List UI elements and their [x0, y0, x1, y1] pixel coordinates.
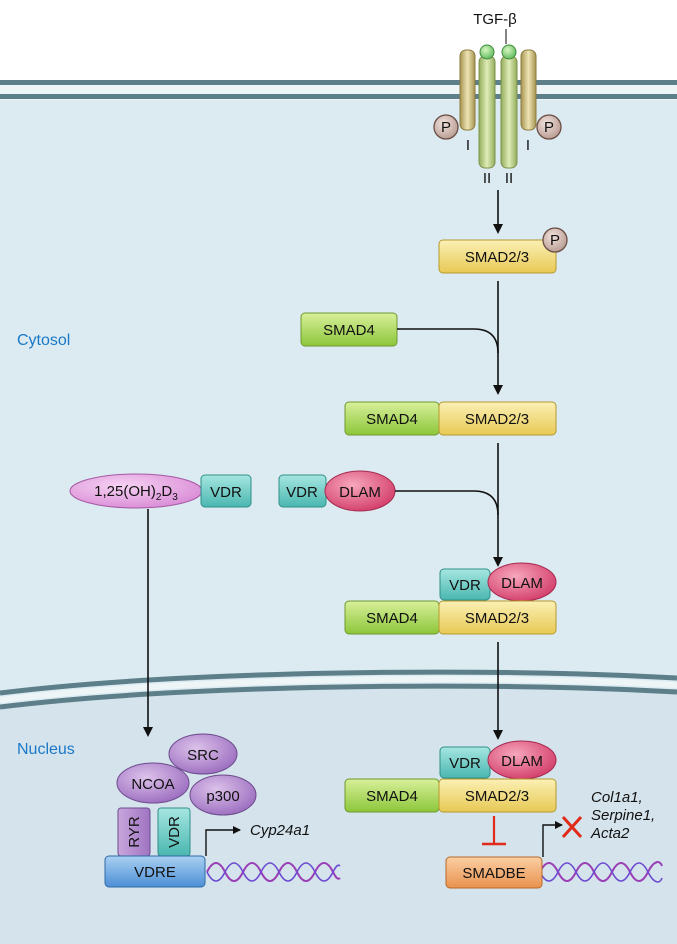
- block-x-icon: [561, 815, 583, 839]
- phospho-smad23-icon: [542, 227, 568, 253]
- vdr-transcription-complex: RYR VDR SRC p300 NCOA VDRE Cyp24a1: [104, 733, 341, 888]
- q1-smad4-label: SMAD4: [366, 610, 418, 627]
- dna-left-strand2: [206, 862, 341, 882]
- phospho-left-icon: [433, 114, 459, 140]
- tgfb-label: TGF-β: [473, 11, 517, 28]
- arrow-smad4-merge: [397, 328, 499, 354]
- ncoa-label: NCOA: [131, 776, 174, 793]
- quaternary-complex-cytosol: VDR DLAM SMAD4 SMAD2/3: [344, 562, 557, 635]
- psmad23-node: SMAD2/3 P: [438, 227, 568, 274]
- smad-target-genes: Col1a1, Serpine1, Acta2: [590, 789, 659, 842]
- smadbe-node: SMADBE Col1a1, Serpine1, Acta2: [445, 789, 663, 889]
- arrow-vdr-dlam-merge: [395, 490, 499, 516]
- phospho-right-label: P: [544, 119, 554, 136]
- calcitriol-vdr-node: 1,25(OH)2D3 VDR: [69, 473, 252, 509]
- src-ellipse: [168, 733, 238, 775]
- calcitriol-label: 1,25(OH)2D3: [94, 483, 178, 503]
- vdre-box: [104, 855, 206, 888]
- dna-right-strand2: [539, 862, 663, 883]
- cytosol-label: Cytosol: [17, 332, 70, 349]
- target-gene-3: Acta2: [590, 825, 630, 842]
- dna-right-strand1: [539, 861, 663, 882]
- inhibition-bar: [482, 816, 506, 846]
- smad4-smad23-complex: SMAD4 SMAD2/3: [344, 401, 557, 436]
- phospho-right-icon: [536, 114, 562, 140]
- tgfb-ligand-right: [501, 44, 517, 60]
- smad4-node: SMAD4: [300, 312, 398, 347]
- q1-smad23-label: SMAD2/3: [465, 610, 529, 627]
- tgfb-receptor-complex: TGF-β P P I I II II: [433, 11, 562, 187]
- complex-smad4-label: SMAD4: [366, 411, 418, 428]
- smad4-label: SMAD4: [323, 322, 375, 339]
- phospho-left-label: P: [441, 119, 451, 136]
- target-gene-2: Serpine1,: [591, 807, 655, 824]
- type1-receptor-right: [520, 49, 537, 131]
- type2-left-label: II: [483, 170, 491, 187]
- cyp24a1-label: Cyp24a1: [250, 822, 310, 839]
- vdr-left-box: [200, 474, 252, 508]
- type1-receptor-left: [459, 49, 476, 131]
- psmad23-label: SMAD2/3: [465, 249, 529, 266]
- nucleus-label: Nucleus: [17, 741, 75, 758]
- tgfb-ligand-left: [479, 44, 495, 60]
- vdre-label: VDRE: [134, 864, 176, 881]
- q2-smad4-label: SMAD4: [366, 788, 418, 805]
- type1-right-label: I: [526, 137, 530, 154]
- type2-receptor-left: [478, 55, 496, 169]
- q2-smad23-label: SMAD2/3: [465, 788, 529, 805]
- vdr-tss-arrow: [205, 826, 241, 856]
- smadbe-label: SMADBE: [462, 865, 525, 882]
- q2-vdr-label: VDR: [449, 755, 481, 772]
- src-label: SRC: [187, 747, 219, 764]
- nuclear-envelope: [0, 669, 677, 710]
- complex-smad23-label: SMAD2/3: [465, 411, 529, 428]
- dlam-middle-label: DLAM: [339, 484, 381, 501]
- type1-left-label: I: [466, 137, 470, 154]
- plasma-membrane: [0, 80, 677, 100]
- nucleus-background: [0, 684, 677, 944]
- type2-receptor-right: [500, 55, 518, 169]
- vdr-dlam-node: VDR DLAM: [278, 470, 396, 512]
- quaternary-complex-nucleus: VDR DLAM SMAD4 SMAD2/3: [344, 740, 557, 813]
- p300-ellipse: [189, 774, 257, 816]
- q1-dlam-label: DLAM: [501, 575, 543, 592]
- smad-tss-arrow: [542, 821, 563, 857]
- vdr-left-label: VDR: [210, 484, 242, 501]
- vdr-nucleus-label: VDR: [166, 816, 183, 848]
- ncoa-ellipse: [116, 762, 190, 804]
- q2-dlam-label: DLAM: [501, 753, 543, 770]
- vdr-middle-label: VDR: [286, 484, 318, 501]
- phospho-smad23-label: P: [550, 232, 560, 249]
- ryr-label: RYR: [126, 816, 143, 848]
- target-gene-1: Col1a1,: [591, 789, 643, 806]
- q1-vdr-label: VDR: [449, 577, 481, 594]
- type2-right-label: II: [505, 170, 513, 187]
- p300-label: p300: [206, 788, 239, 805]
